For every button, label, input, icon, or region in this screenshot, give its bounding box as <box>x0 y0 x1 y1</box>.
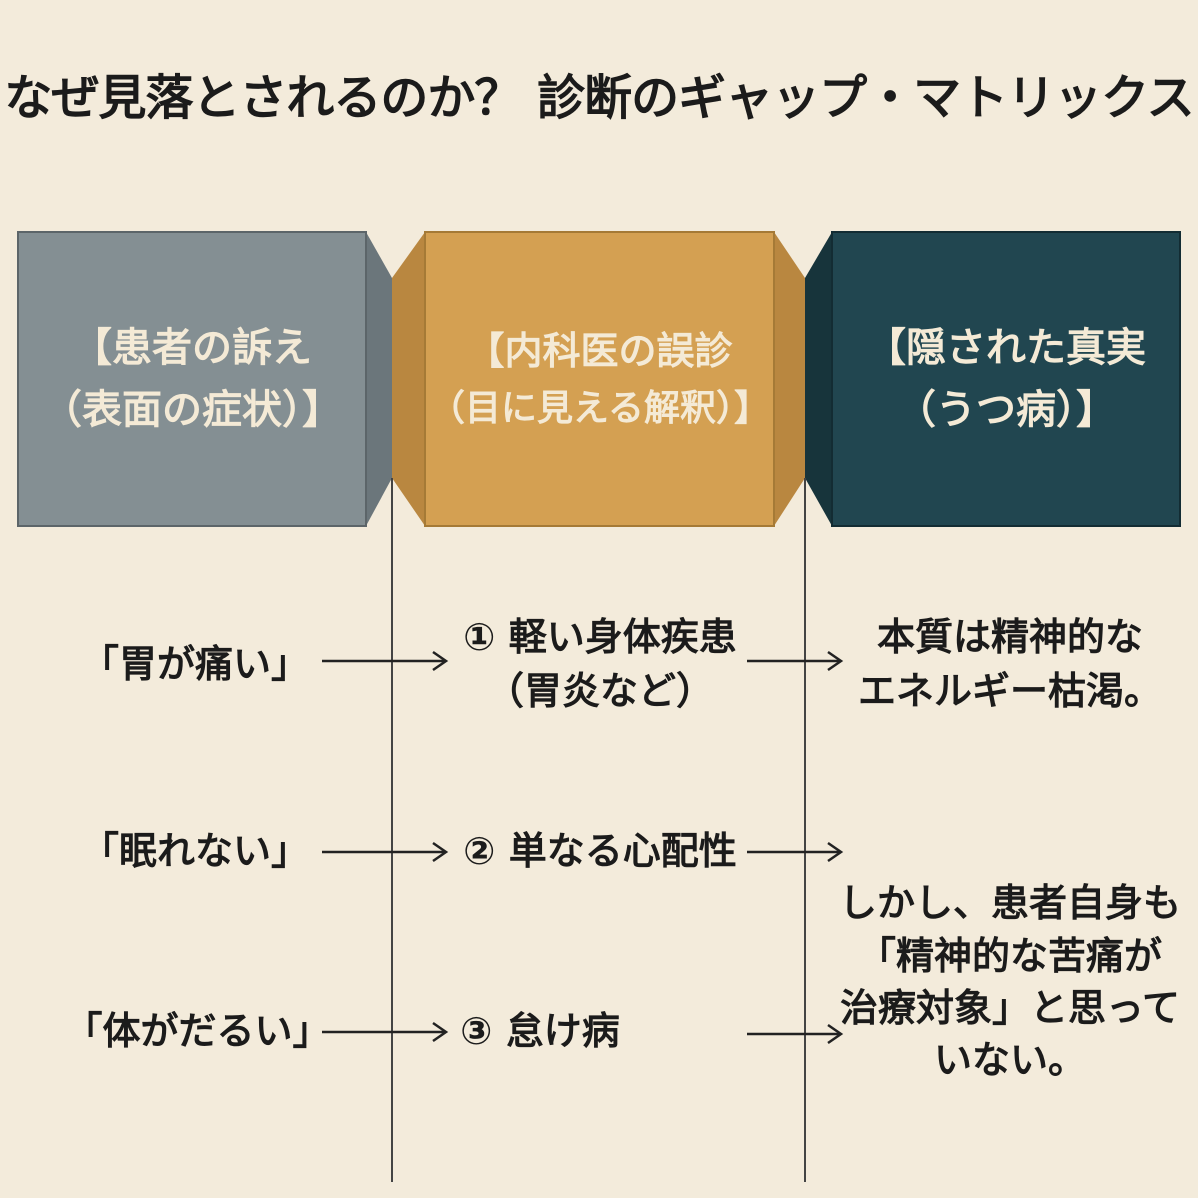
header-box-patient <box>17 231 367 527</box>
truth-essence-line1: 本質は精神的な <box>876 615 1143 660</box>
complaint-sleep: 「眠れない」 <box>60 812 330 892</box>
complaint-fatigue-text: 「体がだるい」 <box>64 1009 331 1054</box>
right-arrow-icon <box>322 841 449 863</box>
truth-unaware-line3: 治療対象」と思って <box>839 986 1181 1030</box>
column-header-patient: 【患者の訴え （表面の症状）】 <box>18 232 366 526</box>
column-header-truth: 【隠された真実 （うつ病）】 <box>832 232 1180 526</box>
connector-left-gold <box>392 232 425 526</box>
diagnosis-physical-line2: （胃炎など） <box>485 669 714 713</box>
diagnosis-worry-line1: ② 単なる心配性 <box>463 829 737 874</box>
right-arrow-icon <box>747 1023 844 1045</box>
truth-essence-line2: エネルギー枯渇。 <box>857 669 1162 713</box>
column-header-patient-line2: （表面の症状）】 <box>42 387 342 433</box>
truth-essence: 本質は精神的な エネルギー枯渇。 <box>835 595 1185 735</box>
right-arrow-icon <box>322 1021 449 1043</box>
truth-unaware-line4: いない。 <box>933 1038 1086 1083</box>
truth-unaware-line2: 「精神的な苦痛が <box>857 933 1162 978</box>
truth-patient-unaware: しかし、患者自身も 「精神的な苦痛が 治療対象」と思って いない。 <box>835 832 1185 1132</box>
connector-left-gray <box>366 232 392 526</box>
complaint-fatigue: 「体がだるい」 <box>55 992 340 1072</box>
column-header-truth-line2: （うつ病）】 <box>896 387 1116 433</box>
column-header-doctor-line1: 【内科医の誤診 <box>466 328 733 373</box>
column-header-truth-line1: 【隠された真実 <box>866 325 1146 371</box>
page-title: なぜ見落とされるのか？ 診断のギャップ・マトリックス <box>4 70 1194 126</box>
header-box-truth <box>831 231 1181 527</box>
complaint-stomach-text: 「胃が痛い」 <box>80 642 309 687</box>
column-header-patient-line1: 【患者の訴え <box>72 325 312 371</box>
right-arrow-icon <box>747 841 844 863</box>
truth-unaware-line1: しかし、患者自身も <box>838 881 1181 926</box>
complaint-sleep-text: 「眠れない」 <box>80 829 309 874</box>
diagnosis-laziness: ③ 怠け病 <box>430 992 650 1072</box>
diagnosis-physical: ① 軽い身体疾患 （胃炎など） <box>430 595 770 735</box>
diagnosis-worry: ② 単なる心配性 <box>430 812 770 892</box>
right-arrow-icon <box>322 650 449 672</box>
header-box-doctor <box>424 231 775 527</box>
connector-right-gold <box>774 232 805 526</box>
column-header-doctor-line2: （目に見える解釈）】 <box>429 387 770 429</box>
column-header-doctor: 【内科医の誤診 （目に見える解釈）】 <box>425 232 774 526</box>
diagnosis-physical-line1: ① 軽い身体疾患 <box>463 615 737 660</box>
diagnosis-laziness-line1: ③ 怠け病 <box>460 1009 620 1054</box>
complaint-stomach: 「胃が痛い」 <box>60 625 330 705</box>
connector-right-teal <box>805 232 832 526</box>
right-arrow-icon <box>747 650 844 672</box>
